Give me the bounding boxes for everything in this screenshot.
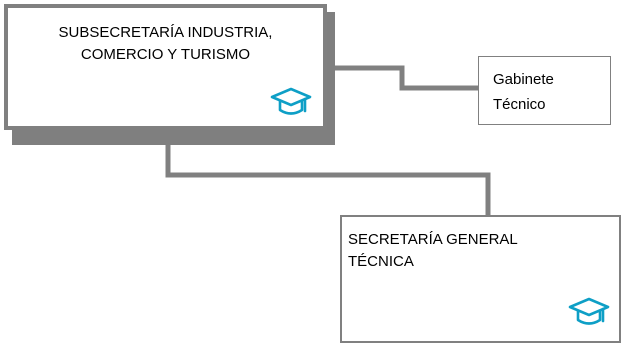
connector-sub-to-secretaria [165,130,491,215]
mortarboard-icon [568,297,610,325]
node-subsecretaria-line-2: COMERCIO Y TURISMO [80,46,251,63]
node-gabinete-line-1: Gabinete [493,71,554,88]
node-subsecretaria-label: SUBSECRETARÍA INDUSTRIA, COMERCIO Y TURI… [16,22,315,66]
node-subsecretaria[interactable]: SUBSECRETARÍA INDUSTRIA, COMERCIO Y TURI… [4,4,327,130]
mortarboard-icon [270,87,312,115]
node-secretaria-label: SECRETARÍA GENERAL TÉCNICA [348,229,518,273]
node-secretaria[interactable]: SECRETARÍA GENERAL TÉCNICA [340,215,621,343]
connector-sub-to-gabinete [327,65,478,91]
node-gabinete-line-2: Técnico [493,96,546,113]
node-subsecretaria-line-1: SUBSECRETARÍA INDUSTRIA, [58,24,273,41]
node-gabinete[interactable]: Gabinete Técnico [478,56,611,125]
node-secretaria-line-1: SECRETARÍA GENERAL [348,231,518,248]
node-gabinete-label: Gabinete Técnico [493,67,554,117]
node-secretaria-line-2: TÉCNICA [348,253,414,270]
